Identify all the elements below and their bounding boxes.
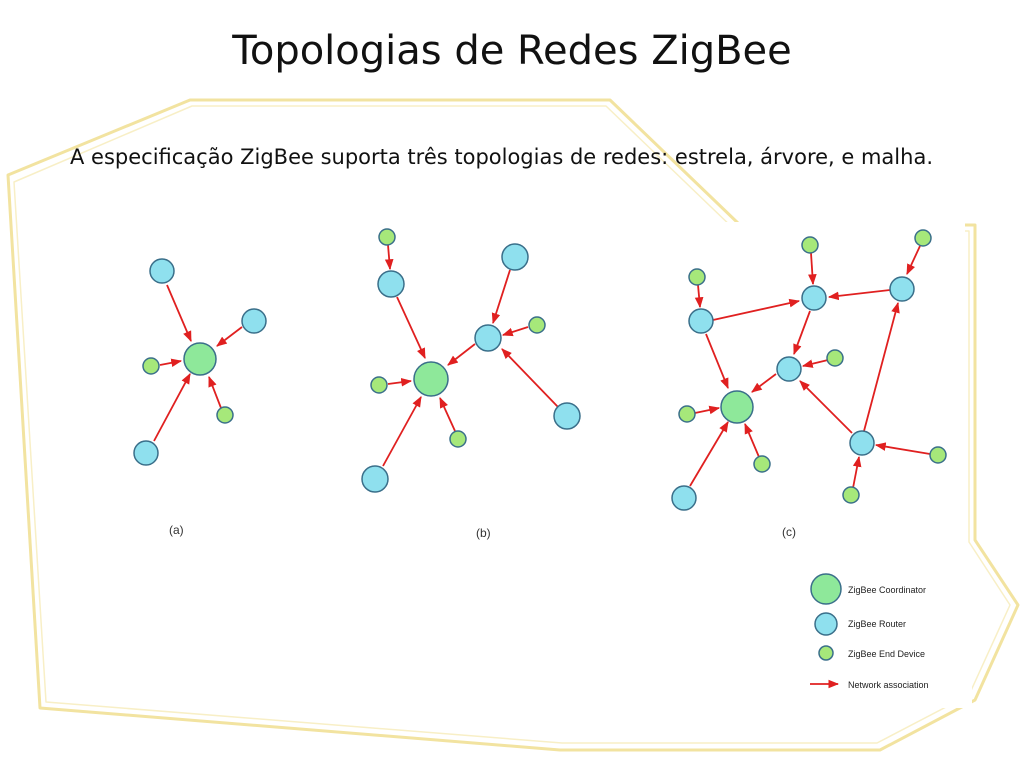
legend-router-swatch [814, 612, 838, 636]
association-arrow [153, 373, 191, 442]
router-node [241, 308, 267, 334]
coordinator-node [413, 361, 449, 397]
router-node [671, 485, 697, 511]
slide-body-text: A especificação ZigBee suporta três topo… [70, 145, 933, 169]
legend-end-device-label: ZigBee End Device [848, 649, 925, 659]
end-device-node [378, 228, 396, 246]
diagram-backdrop [125, 222, 965, 542]
router-node [474, 324, 502, 352]
end-device-node [688, 268, 706, 286]
association-arrow [396, 296, 426, 359]
association-arrow [751, 373, 777, 393]
association-arrow [793, 310, 811, 356]
association-arrow [491, 269, 511, 325]
end-device-node [449, 430, 467, 448]
end-device-node [528, 316, 546, 334]
association-arrow [216, 326, 243, 347]
end-device-node [753, 455, 771, 473]
end-device-node [842, 486, 860, 504]
association-arrow [874, 442, 931, 455]
router-node [688, 308, 714, 334]
association-arrow [712, 298, 801, 321]
panel-b-tree: (b) [361, 228, 581, 540]
association-arrow [208, 375, 222, 409]
coordinator-node [183, 342, 217, 376]
panel-b-links [382, 244, 559, 467]
legend-coordinator-label: ZigBee Coordinator [848, 585, 926, 595]
legend-end-device-swatch [818, 645, 834, 661]
end-device-node [142, 357, 160, 375]
association-arrow [705, 333, 729, 390]
panel-a-links [153, 284, 243, 442]
association-arrow [808, 252, 817, 286]
association-arrow [384, 244, 394, 271]
end-device-node [370, 376, 388, 394]
association-arrow [689, 421, 729, 487]
association-arrow [863, 301, 900, 432]
association-arrow [801, 359, 829, 368]
end-device-node [929, 446, 947, 464]
association-arrow [439, 397, 456, 432]
router-node [377, 270, 405, 298]
decorative-frame [6, 98, 1020, 752]
association-arrow [159, 358, 183, 368]
association-arrow [852, 455, 862, 489]
panel-label-c: (c) [782, 525, 796, 539]
association-arrow [694, 405, 721, 415]
end-device-node [826, 349, 844, 367]
association-arrow [501, 326, 529, 337]
end-device-node [914, 229, 932, 247]
router-node [849, 430, 875, 456]
end-device-node [801, 236, 819, 254]
decorative-frame-inner [13, 105, 1011, 744]
panel-label-a: (a) [169, 523, 184, 537]
legend-association-label: Network association [848, 680, 929, 690]
router-node [501, 243, 529, 271]
end-device-node [678, 405, 696, 423]
association-arrow [387, 377, 413, 387]
router-node [133, 440, 159, 466]
legend-coordinator-swatch [810, 573, 842, 605]
panel-c-mesh: (c) [671, 229, 947, 539]
legend: ZigBee Coordinator ZigBee Router ZigBee … [800, 560, 972, 708]
end-device-node [216, 406, 234, 424]
slide-title: Topologias de Redes ZigBee [232, 28, 792, 74]
association-arrow [799, 380, 853, 434]
router-node [361, 465, 389, 493]
association-arrow [447, 343, 476, 366]
association-arrow [694, 284, 704, 309]
legend-router-label: ZigBee Router [848, 619, 906, 629]
association-arrow [906, 245, 921, 275]
router-node [889, 276, 915, 302]
association-arrow [382, 396, 422, 467]
association-arrow [166, 284, 192, 342]
router-node [801, 285, 827, 311]
panel-c-links [689, 245, 931, 489]
panel-a-star: (a) [133, 258, 267, 537]
association-arrow [827, 289, 891, 301]
router-node [776, 356, 802, 382]
router-node [149, 258, 175, 284]
router-node [553, 402, 581, 430]
coordinator-node [720, 390, 754, 424]
association-arrow [744, 423, 760, 458]
panel-label-b: (b) [476, 526, 491, 540]
association-arrow [501, 348, 559, 408]
